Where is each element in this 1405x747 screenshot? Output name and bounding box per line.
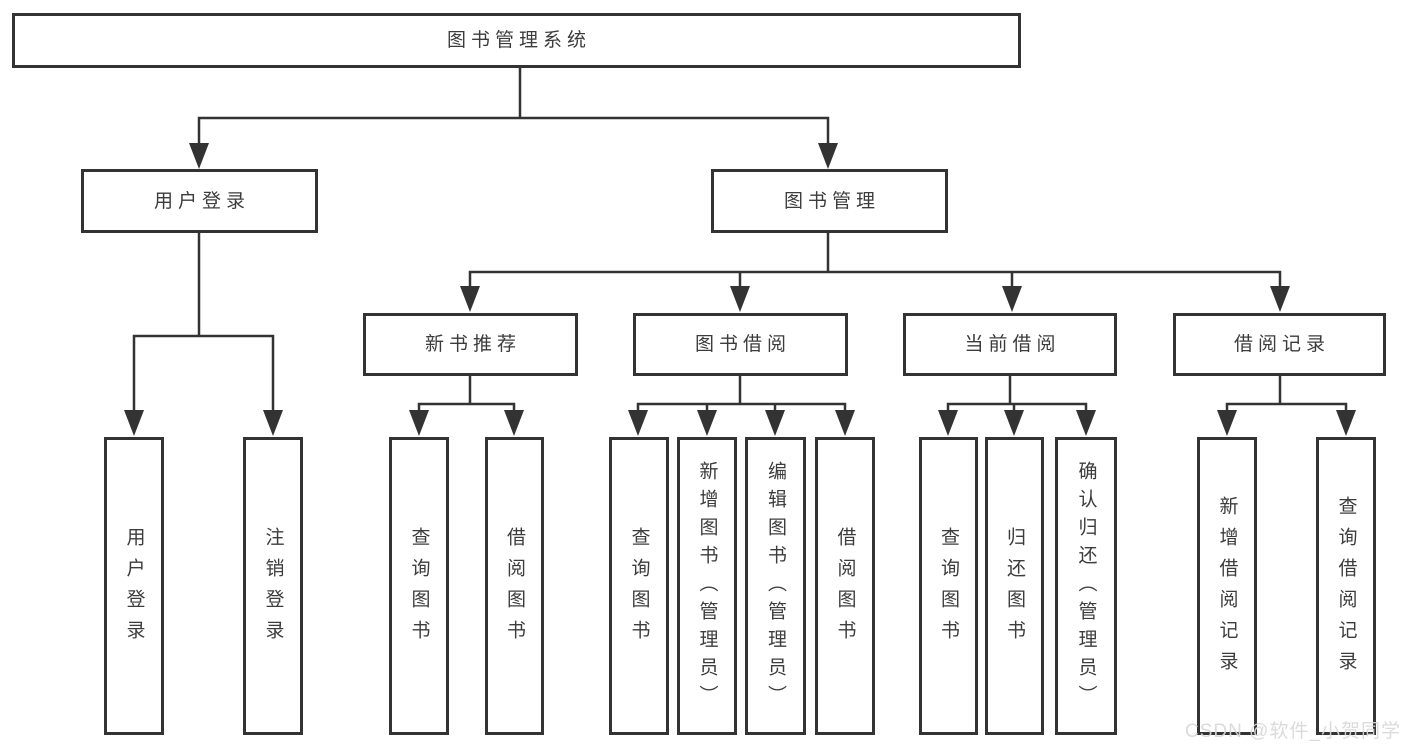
arrow-down-icon [460, 286, 480, 312]
node-add-book-admin: 新增图书（管理员） [677, 437, 737, 735]
node-query-books-recommend: 查询图书 [389, 437, 449, 735]
node-query-borrow-record: 查询借阅记录 [1316, 437, 1376, 735]
arrow-down-icon [1336, 410, 1356, 436]
node-edit-book-admin: 编辑图书（管理员） [745, 437, 806, 735]
arrow-down-icon [124, 410, 144, 436]
node-query-books-borrowing: 查询图书 [609, 437, 669, 735]
arrow-down-icon [765, 410, 785, 436]
node-current-borrowing: 当前借阅 [903, 313, 1117, 376]
connector-bookmgmt-children [468, 232, 1282, 290]
arrow-down-icon [504, 410, 524, 436]
connector-newbook-children [417, 375, 516, 413]
node-new-book-recommend: 新书推荐 [363, 313, 578, 376]
arrow-down-icon [409, 410, 429, 436]
node-borrowing-records: 借阅记录 [1173, 313, 1386, 376]
arrow-down-icon [730, 286, 750, 312]
node-user-login-action: 用户登录 [104, 437, 164, 735]
node-logout-action: 注销登录 [243, 437, 303, 735]
arrow-down-icon [189, 143, 209, 169]
node-query-books-current: 查询图书 [919, 437, 978, 735]
csdn-watermark: CSDN @软件_小贺同学 [1185, 721, 1401, 742]
node-book-borrowing: 图书借阅 [633, 313, 848, 376]
connector-bookborrow-children [636, 375, 847, 413]
arrow-down-icon [938, 410, 958, 436]
arrow-down-icon [263, 410, 283, 436]
node-book-management: 图书管理 [711, 169, 948, 233]
arrow-down-icon [1004, 410, 1024, 436]
node-confirm-return-admin: 确认归还（管理员） [1055, 437, 1117, 735]
arrow-down-icon [697, 410, 717, 436]
node-return-books: 归还图书 [985, 437, 1044, 735]
arrow-down-icon [1002, 286, 1022, 312]
arrow-down-icon [1270, 286, 1290, 312]
arrow-down-icon [1076, 410, 1096, 436]
connector-currentborrow-children [946, 375, 1088, 413]
arrow-down-icon [1217, 410, 1237, 436]
node-add-borrow-record: 新增借阅记录 [1197, 437, 1257, 735]
node-user-login: 用户登录 [81, 169, 318, 233]
node-borrow-books-recommend: 借阅图书 [485, 437, 544, 735]
connector-userlogin-children [132, 232, 275, 413]
arrow-down-icon [835, 410, 855, 436]
connector-borrowrecords-children [1225, 375, 1348, 413]
node-library-system: 图书管理系统 [12, 13, 1021, 68]
arrowheads [124, 143, 1356, 436]
node-borrow-books-action: 借阅图书 [815, 437, 875, 735]
arrow-down-icon [818, 143, 838, 169]
arrow-down-icon [628, 410, 648, 436]
connector-root-to-level2 [197, 66, 830, 146]
